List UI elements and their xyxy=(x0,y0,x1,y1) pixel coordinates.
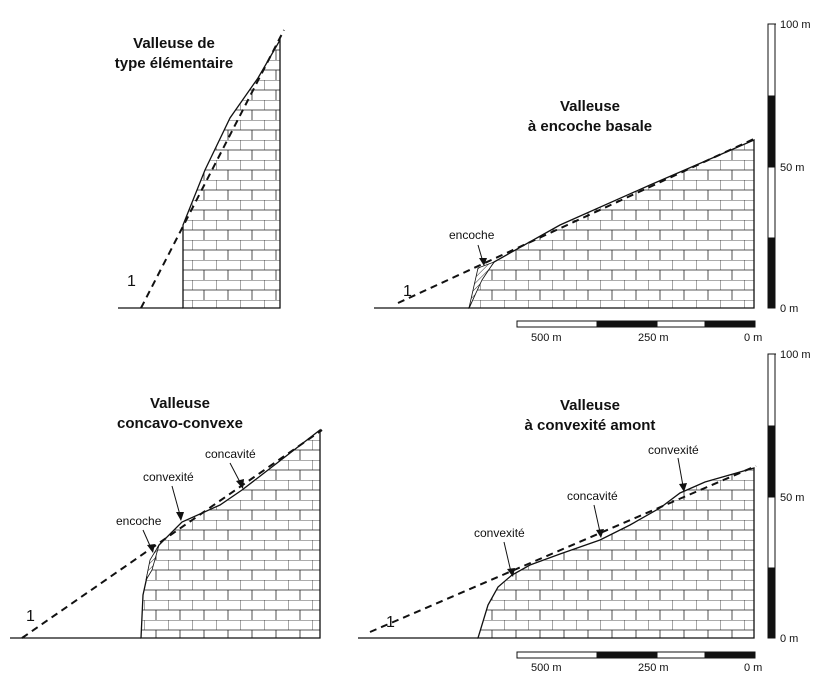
panel1-title-line1: Valleuse de xyxy=(133,35,215,52)
panel4-convexity-upper-arrow xyxy=(677,457,684,487)
panel4-dashed-profile xyxy=(369,465,757,633)
panel3-notch-hatch xyxy=(145,544,160,581)
panel3-profile-label: 1 xyxy=(26,608,35,625)
vertical-scale-bottom: 100 m 50 m 0 m xyxy=(767,349,811,645)
vscale-bottom-segment-white-lower xyxy=(767,496,776,569)
vertical-scale-top: 100 m 50 m 0 m xyxy=(767,19,811,315)
panel1-profile-label: 1 xyxy=(127,273,136,290)
panel2-title-line1: Valleuse xyxy=(560,98,620,115)
hscale-bottom-seg-1 xyxy=(516,651,598,659)
vscale-bottom-label-50: 50 m xyxy=(780,492,804,504)
panel3-convexity-arrowhead xyxy=(176,512,184,521)
panel4-profile-label: 1 xyxy=(386,614,395,631)
panel4-convexity-lower-label: convexité xyxy=(474,526,525,540)
panel-basal-notch: Valleuse à encoche basale 1 encoche xyxy=(374,98,757,309)
panel4-convexity-upper-arrowhead xyxy=(679,483,687,492)
panel4-concavity-label: concavité xyxy=(567,489,618,503)
panel4-concavity-arrow xyxy=(593,504,601,533)
vscale-bottom-segment-black-lower xyxy=(767,567,776,639)
hscale-top-seg-4 xyxy=(704,320,756,328)
panel3-title-line2: concavo-convexe xyxy=(117,415,243,432)
hscale-top-seg-3 xyxy=(656,320,706,328)
hscale-bottom-seg-4 xyxy=(704,651,756,659)
panel2-notch-hatch xyxy=(468,261,496,309)
panel4-convexity-lower-arrow xyxy=(503,541,512,573)
panel1-dashed-profile xyxy=(140,29,285,309)
panel2-chalk-block xyxy=(468,139,755,309)
panel4-title-line2: à convexité amont xyxy=(525,417,656,434)
vscale-top-label-100: 100 m xyxy=(780,19,811,31)
panel2-notch-label: encoche xyxy=(449,228,495,242)
hscale-top-label-0: 0 m xyxy=(744,332,762,344)
panel-concavo-convex: Valleuse concavo-convexe 1 concavité con… xyxy=(10,395,323,639)
panel2-notch-arrowhead xyxy=(479,258,487,266)
vscale-top-segment-black-upper xyxy=(767,95,776,168)
hscale-top-seg-2 xyxy=(596,320,658,328)
panel4-title-line1: Valleuse xyxy=(560,397,620,414)
panel3-title-line1: Valleuse xyxy=(150,395,210,412)
hscale-bottom-label-0: 0 m xyxy=(744,662,762,674)
panel1-title-line2: type élémentaire xyxy=(115,55,233,72)
panel2-dashed-profile xyxy=(397,137,757,304)
panel4-concavity-arrowhead xyxy=(596,529,604,538)
vscale-top-segment-white-lower xyxy=(767,166,776,239)
hscale-bottom-seg-2 xyxy=(596,651,658,659)
vscale-bottom-segment-white-upper xyxy=(767,353,776,427)
hscale-bottom-seg-3 xyxy=(656,651,706,659)
vscale-top-segment-white-upper xyxy=(767,23,776,97)
panel1-chalk-block xyxy=(182,37,281,309)
panel3-dashed-profile xyxy=(21,429,323,639)
panel-elementary: Valleuse de type élémentaire 1 xyxy=(115,29,285,309)
panel4-convexity-upper-label: convexité xyxy=(648,443,699,457)
panel3-chalk-block xyxy=(140,428,321,639)
hscale-bottom-label-250: 250 m xyxy=(638,662,669,674)
hscale-top-label-500: 500 m xyxy=(531,332,562,344)
horizontal-scale-bottom: 500 m 250 m 0 m xyxy=(516,651,762,674)
panel3-convexity-arrow xyxy=(171,485,181,516)
panel2-profile-label: 1 xyxy=(403,283,412,300)
panel3-concavity-arrowhead xyxy=(236,479,244,489)
panel3-convexity-label: convexité xyxy=(143,470,194,484)
panel4-convexity-lower-arrowhead xyxy=(507,568,515,577)
panel3-concavity-label: concavité xyxy=(205,447,256,461)
vscale-bottom-segment-black-upper xyxy=(767,425,776,498)
vscale-top-label-50: 50 m xyxy=(780,162,804,174)
hscale-top-label-250: 250 m xyxy=(638,332,669,344)
hscale-top-seg-1 xyxy=(516,320,598,328)
vscale-bottom-label-0: 0 m xyxy=(780,633,798,645)
vscale-top-segment-black-lower xyxy=(767,237,776,309)
hscale-bottom-label-500: 500 m xyxy=(531,662,562,674)
panel3-notch-label: encoche xyxy=(116,514,162,528)
vscale-top-label-0: 0 m xyxy=(780,303,798,315)
panel3-notch-arrowhead xyxy=(147,544,155,553)
panel2-title-line2: à encoche basale xyxy=(528,118,652,135)
vscale-bottom-label-100: 100 m xyxy=(780,349,811,361)
panel-upper-convexity: Valleuse à convexité amont 1 convexité c… xyxy=(358,397,757,639)
horizontal-scale-top: 500 m 250 m 0 m xyxy=(516,320,762,344)
